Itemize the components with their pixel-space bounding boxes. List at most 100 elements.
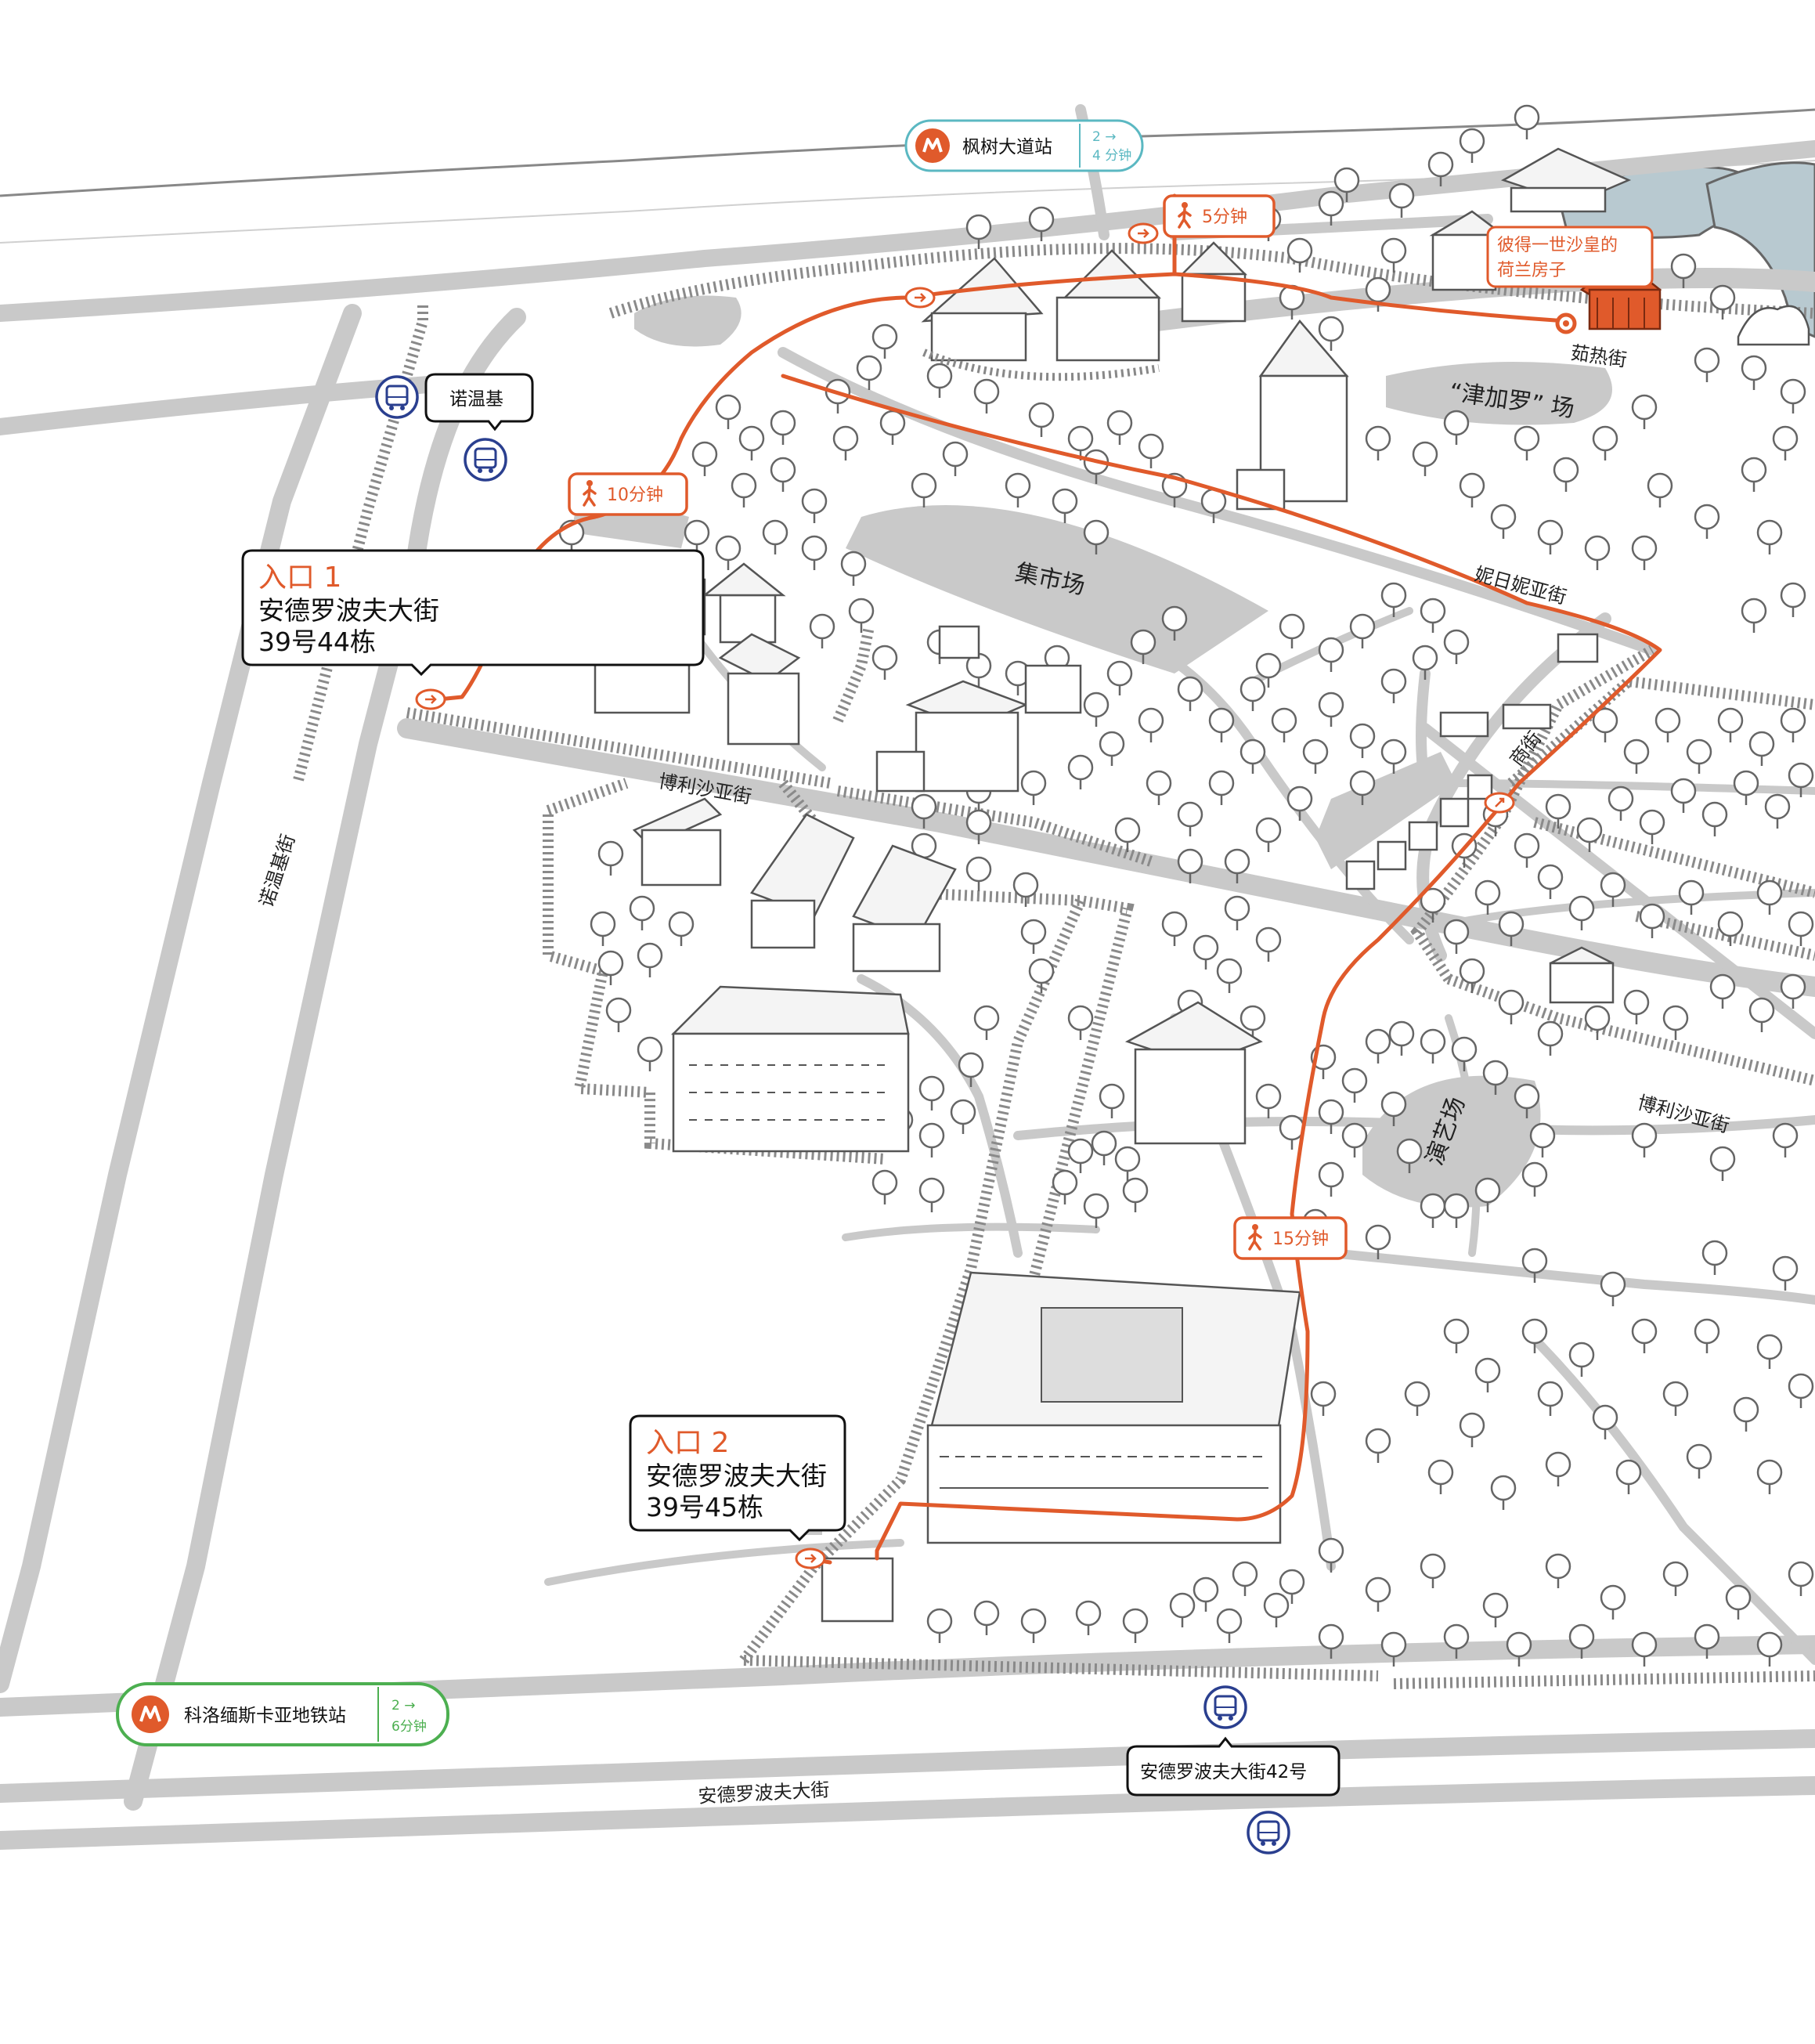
tree	[1420, 1028, 1446, 1064]
tree	[1028, 958, 1055, 993]
tree	[840, 551, 867, 586]
building	[1236, 319, 1349, 511]
tree	[1670, 778, 1697, 813]
tree	[1255, 1083, 1282, 1118]
tree	[1631, 1631, 1658, 1667]
tree	[1498, 911, 1525, 946]
tree	[1482, 1592, 1509, 1627]
building	[718, 633, 801, 746]
tree	[1067, 754, 1094, 789]
entrance-address-line2: 39号45栋	[646, 1492, 763, 1522]
market-stalls	[1345, 633, 1599, 890]
metro-station-top[interactable]: 枫树大道站 2 → 4 分钟	[904, 119, 1144, 172]
tree	[1083, 519, 1110, 554]
tree	[1341, 1067, 1368, 1103]
tree	[1545, 1553, 1571, 1588]
tree	[1067, 1138, 1094, 1173]
tree	[1694, 1623, 1720, 1659]
tree	[1302, 739, 1329, 774]
tree	[1701, 1240, 1728, 1275]
tree	[762, 519, 788, 554]
tree	[1772, 1122, 1799, 1157]
tree	[1028, 206, 1055, 241]
metro-station-bottom[interactable]: 科洛缅斯卡亚地铁站 2 → 6分钟	[116, 1682, 449, 1746]
tree	[1318, 637, 1344, 672]
tree	[1576, 817, 1603, 852]
tree	[1224, 848, 1250, 883]
tree	[1600, 872, 1626, 907]
tree	[1380, 668, 1407, 703]
tree	[1568, 895, 1595, 930]
tree	[1318, 1537, 1344, 1573]
tree	[1318, 316, 1344, 351]
tree	[1459, 472, 1485, 507]
tree	[1067, 1005, 1094, 1040]
tree	[1545, 1451, 1571, 1486]
tree	[1075, 1600, 1102, 1635]
tree	[1318, 190, 1344, 226]
tree	[1012, 872, 1039, 907]
tree	[1584, 535, 1611, 570]
tree	[1091, 1130, 1117, 1165]
tree	[1545, 793, 1571, 829]
tree	[965, 809, 992, 844]
tree	[1114, 817, 1141, 852]
tree	[668, 911, 695, 946]
tree	[1623, 739, 1650, 774]
tree	[1388, 1020, 1415, 1056]
tree	[605, 997, 632, 1032]
tree	[1224, 895, 1250, 930]
tree	[965, 652, 992, 688]
tree	[1537, 864, 1564, 899]
tree	[1443, 1318, 1470, 1353]
tree	[1788, 911, 1814, 946]
tree	[1490, 504, 1517, 539]
tree	[926, 1608, 953, 1643]
tree	[911, 793, 937, 829]
tree	[973, 378, 1000, 413]
tree	[1146, 770, 1172, 805]
tree	[1780, 707, 1806, 742]
pavilion	[1549, 946, 1615, 1004]
tree	[918, 1122, 945, 1157]
tree	[1349, 723, 1376, 758]
tree	[1756, 1459, 1783, 1494]
tree	[918, 1177, 945, 1212]
metro-time-top: 2 →	[392, 1698, 415, 1714]
tree	[1725, 1584, 1752, 1620]
tree	[1216, 958, 1243, 993]
bus-stop-nuowenji[interactable]: 诺温基	[375, 373, 534, 482]
tree	[1318, 1099, 1344, 1134]
arrow-icon	[415, 688, 446, 710]
tree	[1741, 355, 1767, 390]
tree	[1349, 770, 1376, 805]
entrance-2-callout[interactable]: 入口 2 安德罗波夫大街 39号45栋	[629, 1414, 846, 1542]
walking-person-icon	[583, 480, 597, 507]
bus-stop-andropov-42[interactable]: 安德罗波夫大街42号	[1126, 1685, 1341, 1854]
building	[875, 625, 1082, 793]
tree	[1333, 167, 1360, 202]
tree	[1052, 488, 1078, 523]
entrance-1-callout[interactable]: 入口 1 安德罗波夫大街 39号44栋	[241, 549, 705, 677]
tree	[637, 942, 663, 977]
tree	[1380, 237, 1407, 273]
tree	[1670, 253, 1697, 288]
tree	[1780, 973, 1806, 1009]
walk-badge-10: 10分钟	[568, 472, 688, 516]
tree	[1255, 817, 1282, 852]
tree	[1020, 770, 1047, 805]
tree	[1772, 425, 1799, 460]
tree	[731, 472, 757, 507]
tree	[1498, 989, 1525, 1024]
building	[1124, 1001, 1263, 1145]
tree	[1083, 692, 1110, 727]
tree	[1420, 887, 1446, 923]
tree	[1459, 958, 1485, 993]
tree	[691, 441, 718, 476]
tree	[1756, 1631, 1783, 1667]
tree	[1592, 1404, 1618, 1439]
tree	[1662, 1561, 1689, 1596]
tree	[1788, 1561, 1814, 1596]
tree	[1631, 1122, 1658, 1157]
